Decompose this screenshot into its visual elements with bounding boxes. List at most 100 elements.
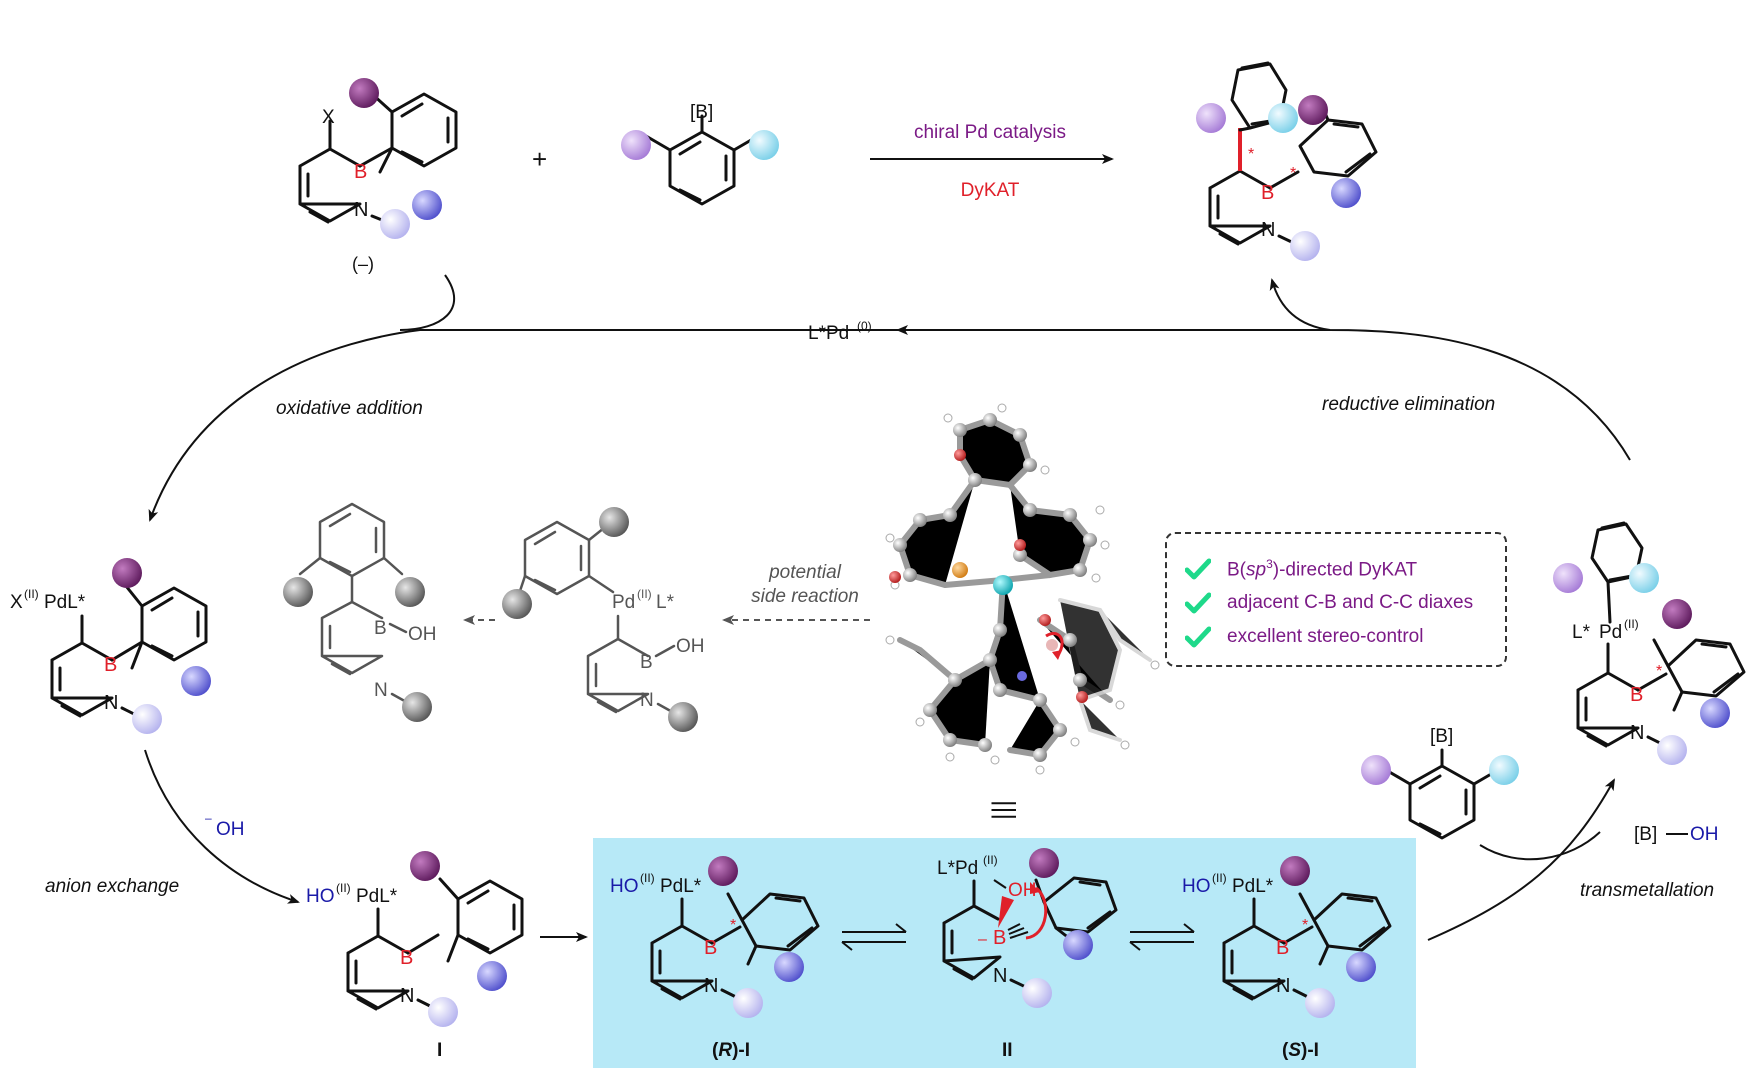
feature-text-1: B(sp3)-directed DyKAT bbox=[1227, 556, 1418, 581]
side-reaction-product: B OH N bbox=[283, 502, 437, 722]
aryl-boron-reagent-2: [B] bbox=[1361, 726, 1519, 840]
boron-reagent-entry-arc bbox=[1479, 831, 1601, 861]
racemic-label: (–) bbox=[352, 254, 374, 274]
side-product-oh: OH bbox=[408, 624, 437, 645]
boron-atom: B bbox=[1630, 684, 1643, 706]
nitrogen-atom: N bbox=[104, 692, 118, 714]
side-oh: OH bbox=[676, 636, 705, 657]
axially-chiral-product: B N * * bbox=[1196, 61, 1378, 261]
boron-atom: B bbox=[104, 654, 117, 676]
substituent-ball-dark-purple bbox=[1029, 848, 1059, 878]
nitrogen-atom: N bbox=[1276, 975, 1290, 997]
checkmark-icon bbox=[1185, 626, 1211, 648]
boron-atom: B bbox=[704, 937, 717, 959]
substituent-ball-lavender bbox=[733, 988, 763, 1018]
substituent-ball-cyan bbox=[1489, 755, 1519, 785]
feature-text-3: excellent stereo-control bbox=[1227, 626, 1424, 647]
feature-item-1: B(sp3)-directed DyKAT bbox=[1185, 552, 1505, 586]
substituent-ball-light-purple bbox=[621, 130, 651, 160]
feature-item-2: adjacent C-B and C-C diaxes bbox=[1185, 586, 1505, 620]
checkmark-icon bbox=[1185, 592, 1211, 614]
reactant-entry-arc bbox=[399, 274, 456, 331]
side-sup: (II) bbox=[637, 587, 652, 601]
substituent-ball-dark-purple bbox=[1662, 599, 1692, 629]
pd0-catalyst: L*Pd bbox=[808, 323, 849, 344]
step-oxidative-addition: oxidative addition bbox=[276, 398, 423, 419]
boric-byproduct-b: [B] bbox=[1634, 824, 1657, 845]
substituent-ball-lavender bbox=[1657, 735, 1687, 765]
substituent-ball-light-purple bbox=[1196, 103, 1226, 133]
lpd-sup: (II) bbox=[983, 853, 998, 867]
substituent-ball-blue bbox=[412, 190, 442, 220]
nitrogen-atom: N bbox=[400, 985, 414, 1007]
substituent-ball-lavender bbox=[1022, 978, 1052, 1008]
pd-label: Pd bbox=[1599, 622, 1622, 643]
substituent-ball-dark-purple bbox=[112, 558, 142, 588]
boron-atom: B bbox=[354, 161, 367, 183]
boron-reagent-label: [B] bbox=[690, 102, 713, 123]
step-transmetallation: transmetallation bbox=[1580, 880, 1714, 901]
pd-sup: (II) bbox=[1212, 871, 1227, 885]
substituent-ball-blue bbox=[1700, 698, 1730, 728]
ho-label: HO bbox=[610, 876, 639, 897]
substituent-ball-gray bbox=[502, 589, 532, 619]
side-product-boron: B bbox=[374, 618, 387, 639]
xpd-sup: (II) bbox=[24, 587, 39, 601]
substituent-ball-lavender bbox=[1305, 988, 1335, 1018]
stereo-star: * bbox=[1656, 663, 1662, 680]
product-nitrogen-atom: N bbox=[1261, 219, 1275, 241]
features-box: B(sp3)-directed DyKAT adjacent C-B and C… bbox=[1165, 532, 1507, 667]
side-reaction-label-1: potential bbox=[768, 562, 842, 583]
racemic-azaborine-reactant: X B N (–) bbox=[298, 78, 458, 274]
substituent-ball-blue bbox=[1346, 952, 1376, 982]
ligand-label: L* bbox=[1572, 622, 1591, 643]
transmetallation-complex: L* Pd (II) B N * bbox=[1553, 521, 1746, 765]
pd-sup: (II) bbox=[640, 871, 655, 885]
nitrogen-atom: N bbox=[1630, 722, 1644, 744]
substituent-ball-gray bbox=[402, 692, 432, 722]
substituent-ball-blue bbox=[477, 961, 507, 991]
substituent-ball-gray bbox=[395, 577, 425, 607]
pdl-label: PdL* bbox=[1232, 876, 1274, 897]
intermediate-I: HO (II) PdL* B N I bbox=[306, 851, 524, 1061]
ho-label: HO bbox=[306, 886, 335, 907]
compound-label-II: II bbox=[1002, 1040, 1013, 1061]
boron-atom: B bbox=[993, 927, 1006, 949]
step-anion-exchange: anion exchange bbox=[45, 876, 179, 897]
equivalence-symbol: ||| bbox=[991, 800, 1021, 820]
stereo-star: * bbox=[1248, 146, 1254, 163]
intermediate-II: L*Pd (II) B – N OH II bbox=[937, 848, 1118, 1061]
substituent-ball-blue bbox=[1063, 930, 1093, 960]
boron-charge: – bbox=[978, 931, 987, 948]
equilibrium-arrows-right bbox=[1129, 923, 1195, 951]
substituent-ball-dark-purple bbox=[708, 856, 738, 886]
anion-exchange-arrow bbox=[144, 749, 300, 904]
reaction-condition-catalysis: chiral Pd catalysis bbox=[914, 122, 1066, 143]
checkmark-icon bbox=[1185, 558, 1211, 580]
substituent-ball-gray bbox=[599, 507, 629, 537]
substituent-ball-light-purple bbox=[1361, 755, 1391, 785]
substituent-ball-blue bbox=[774, 952, 804, 982]
side-product-nitrogen: N bbox=[374, 680, 388, 701]
substituent-ball-gray bbox=[283, 577, 313, 607]
substituent-ball-cyan bbox=[1268, 103, 1298, 133]
step-reductive-elimination: reductive elimination bbox=[1322, 394, 1495, 415]
substituent-ball-lavender bbox=[132, 704, 162, 734]
intermediate-R-I: HO (II) PdL* B N * (R)-I bbox=[610, 856, 820, 1061]
reaction-condition-dykat: DyKAT bbox=[961, 180, 1020, 201]
substituent-ball-lavender bbox=[428, 997, 458, 1027]
hydroxide-label: OH bbox=[216, 819, 245, 840]
boron-atom: B bbox=[400, 947, 413, 969]
substituent-ball-dark-purple bbox=[1298, 95, 1328, 125]
stereo-star: * bbox=[730, 917, 736, 934]
side-reaction-label-2: side reaction bbox=[751, 586, 859, 607]
pd-sup: (II) bbox=[336, 881, 351, 895]
oxidative-addition-arrow bbox=[148, 329, 790, 522]
substituent-ball-gray bbox=[668, 702, 698, 732]
pd-sup: (II) bbox=[1624, 617, 1639, 631]
equilibrium-arrows-left bbox=[841, 923, 907, 951]
transmetallation-arrow bbox=[1427, 778, 1615, 941]
substituent-ball-cyan bbox=[749, 130, 779, 160]
compound-label-S: (S)-I bbox=[1282, 1040, 1319, 1061]
